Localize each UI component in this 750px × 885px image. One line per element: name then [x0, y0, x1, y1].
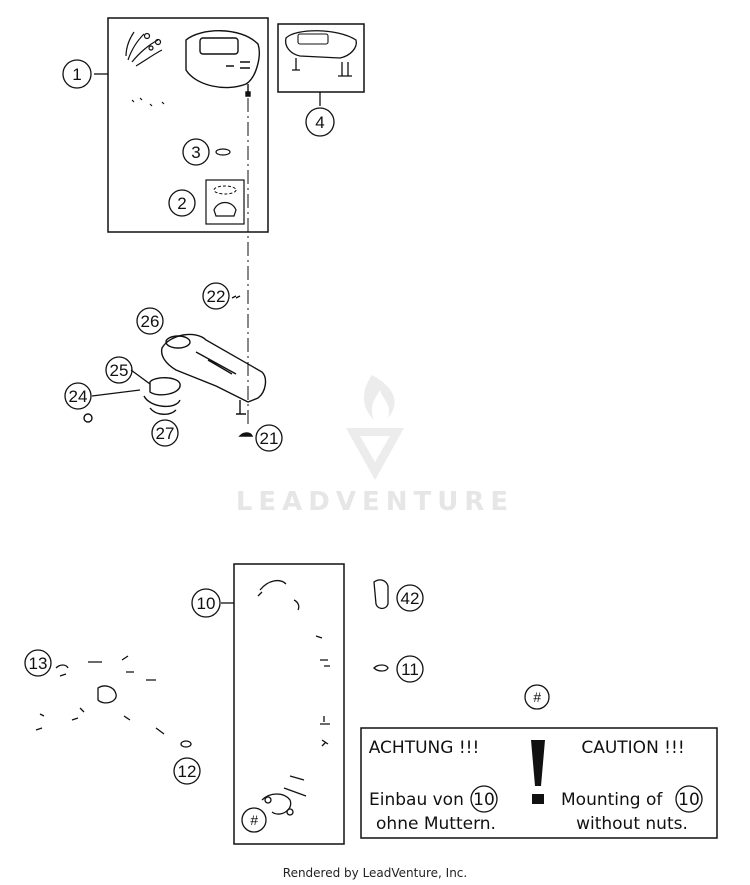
callout-11: 11	[401, 660, 419, 679]
part-2-bulb	[213, 201, 237, 217]
speedometer-sketch	[185, 30, 260, 97]
bottom-section-sketch	[35, 563, 389, 845]
callout-circle-13	[24, 649, 52, 677]
kit-box-4	[277, 23, 365, 93]
notice-frame	[360, 727, 718, 839]
callout-circle-22	[202, 282, 230, 310]
callout-3: 3	[191, 143, 200, 162]
callout-circle-25	[105, 356, 133, 384]
callout-circle-1	[62, 59, 92, 89]
part-3-sketch	[215, 148, 231, 156]
callout-2: 2	[177, 194, 186, 213]
callout-hash-top: #	[533, 689, 541, 705]
callout-circle-2	[168, 189, 196, 217]
callouts	[24, 59, 550, 833]
callout-1: 1	[72, 65, 81, 84]
part-2-box	[205, 179, 245, 225]
callout-labels: 1 4 3 2 22 26 25 24 27 21 10 42 11 13 12…	[29, 65, 542, 828]
callout-circle-10	[191, 588, 221, 618]
callout-circle-21	[255, 424, 283, 452]
callout-circle-hash-top	[524, 684, 550, 710]
callout-42: 42	[401, 589, 420, 608]
callout-4: 4	[315, 113, 324, 132]
callout-21: 21	[260, 429, 279, 448]
footer-credit: Rendered by LeadVenture, Inc.	[283, 866, 467, 880]
watermark-brand: LEADVENTURE	[236, 487, 514, 517]
callout-13: 13	[29, 654, 48, 673]
callout-25: 25	[110, 361, 129, 380]
part-2-gasket	[213, 185, 237, 195]
callout-circle-hash-bottom	[241, 807, 267, 833]
callout-hash-bottom: #	[250, 812, 258, 828]
callout-26: 26	[141, 312, 160, 331]
notice-de-line1: Einbau von	[369, 790, 464, 810]
exclamation-icon	[531, 740, 545, 804]
notice-en-ref-circle	[675, 785, 703, 813]
callout-circle-24	[64, 382, 92, 410]
callout-circle-27	[151, 419, 179, 447]
callout-10: 10	[197, 594, 216, 613]
kit-box-1	[107, 17, 269, 233]
callout-27: 27	[156, 424, 175, 443]
notice-en-line1: Mounting of	[561, 790, 663, 810]
notice-en-line2: without nuts.	[576, 814, 688, 834]
callout-circle-42	[396, 584, 424, 612]
watermark: LEADVENTURE	[236, 375, 514, 517]
notice-en-ref: 10	[678, 790, 700, 810]
callout-circle-3	[182, 138, 210, 166]
notice-en-heading: CAUTION !!!	[581, 738, 684, 758]
notice-de-line2: ohne Muttern.	[376, 814, 496, 834]
notice-de-ref-circle	[470, 785, 498, 813]
fork-bridge-sketch	[83, 295, 267, 437]
callout-circle-4	[305, 107, 335, 137]
callout-circle-11	[396, 655, 424, 683]
caution-notice: ACHTUNG !!! CAUTION !!! Einbau von 10 oh…	[360, 727, 718, 839]
callout-22: 22	[207, 287, 226, 306]
callout-24: 24	[69, 387, 88, 406]
notice-de-heading: ACHTUNG !!!	[369, 738, 480, 758]
notice-de-ref: 10	[473, 790, 495, 810]
leadventure-logo-icon	[346, 375, 404, 480]
callout-circle-26	[136, 307, 164, 335]
wiring-harness-sketch	[125, 31, 165, 107]
callout-12: 12	[178, 762, 197, 781]
callout-circle-12	[173, 757, 201, 785]
